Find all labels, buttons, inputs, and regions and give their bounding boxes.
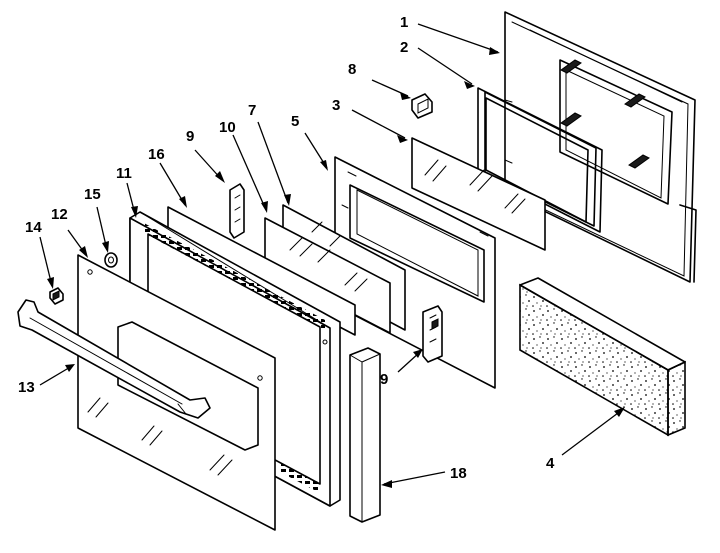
callout-12: 12 [51, 206, 68, 223]
inner-glass-part-3 [411, 137, 546, 251]
inner-door-panel-part-1 [504, 11, 697, 283]
callout-5: 5 [291, 113, 299, 130]
hinge-bracket-part-9-left [229, 183, 245, 239]
callout-10: 10 [219, 119, 236, 136]
callout-7: 7 [248, 102, 256, 119]
callout-15: 15 [84, 186, 101, 203]
callout-4: 4 [546, 455, 555, 472]
callout-8: 8 [348, 61, 356, 78]
callout-9-right: 9 [380, 371, 388, 388]
callout-16: 16 [148, 146, 165, 163]
washer-part-15 [104, 252, 118, 268]
callout-3: 3 [332, 97, 340, 114]
insulation-part-4 [519, 277, 686, 437]
callout-14: 14 [25, 219, 42, 236]
callout-labels: 1 2 8 3 5 7 10 9 16 11 15 12 14 13 9 4 1… [18, 14, 555, 482]
callout-13: 13 [18, 379, 35, 396]
callout-2: 2 [400, 39, 408, 56]
door-handle-part-13 [17, 299, 211, 419]
clip-part-8 [411, 93, 433, 119]
screw-part-14 [49, 287, 64, 305]
glass-panel-part-10 [264, 217, 391, 334]
callout-1: 1 [400, 14, 408, 31]
hinge-bracket-part-9-right [422, 305, 443, 363]
callout-18: 18 [450, 465, 467, 482]
leader-lines [39, 23, 625, 488]
door-gasket-part-2 [477, 87, 603, 233]
callout-11: 11 [116, 165, 132, 182]
callout-9-left: 9 [186, 128, 194, 145]
side-trim-part-18 [349, 347, 381, 523]
